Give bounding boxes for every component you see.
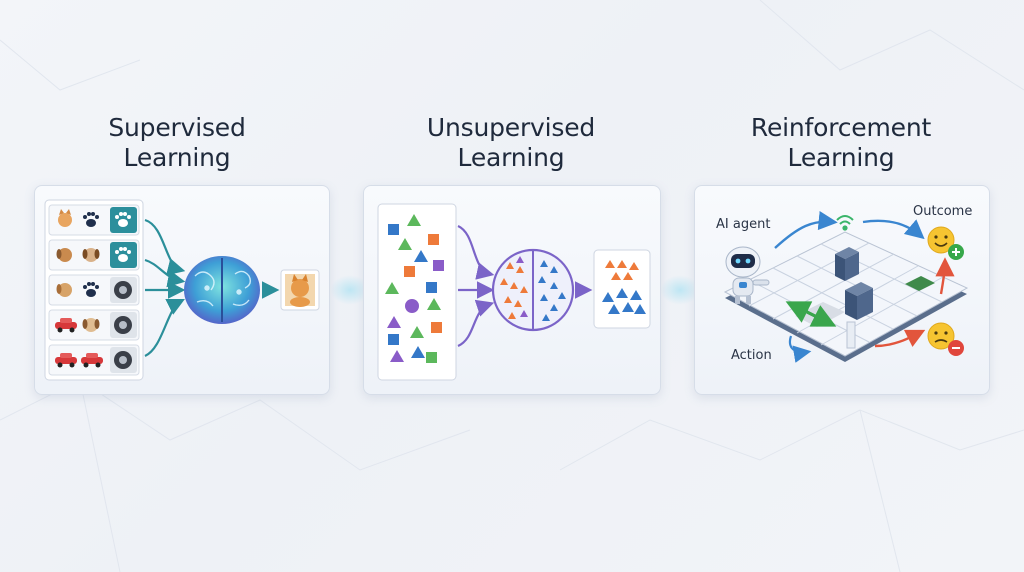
negative-feedback-arrow [874, 329, 926, 348]
title-line-1: Unsupervised [426, 113, 596, 142]
panel-unsupervised [363, 185, 661, 395]
paw-icon [83, 282, 99, 297]
tire-icon [114, 316, 132, 334]
happy-face-icon [927, 226, 964, 260]
cluster-blue [602, 288, 646, 314]
paw-icon [115, 212, 131, 227]
obstacle-block [845, 282, 873, 320]
title-line-2: Learning [787, 143, 895, 172]
action-curve-arrow [788, 335, 812, 363]
paw-icon [115, 247, 131, 262]
paw-icon [83, 212, 99, 227]
agent-to-env-arrow [774, 211, 838, 249]
unsupervised-diagram [377, 203, 651, 381]
pillar [846, 321, 856, 349]
title-line-1: Supervised [108, 113, 246, 142]
cat-photo-icon [280, 269, 320, 311]
obstacle-block [835, 247, 859, 281]
car-icon [55, 318, 77, 333]
action-arrow [785, 301, 837, 327]
dog-icon [82, 318, 100, 332]
car-icon [81, 353, 103, 368]
cluster-orange [605, 260, 639, 280]
brain-icon [491, 248, 575, 332]
title-line-1: Reinforcement [750, 113, 932, 142]
env-to-outcome-arrow [862, 219, 925, 240]
title-line-2: Learning [457, 143, 565, 172]
input-arrows [457, 224, 495, 348]
title-unsupervised: Unsupervised Learning [391, 113, 631, 173]
supervised-diagram [44, 199, 320, 381]
dog-icon [56, 283, 72, 297]
wifi-signal-icon [836, 215, 854, 231]
dog-icon [82, 248, 100, 262]
outcome-label: Outcome [913, 204, 973, 219]
title-line-2: Learning [123, 143, 231, 172]
connector-glow [660, 275, 700, 305]
tire-icon [114, 281, 132, 299]
positive-feedback-arrow [935, 257, 955, 295]
unlabeled-shapes [385, 214, 444, 363]
title-reinforcement: Reinforcement Learning [721, 113, 961, 173]
agent-label: AI agent [716, 217, 771, 232]
car-icon [55, 353, 77, 368]
sad-face-icon [927, 322, 964, 356]
panel-reinforcement: AI agent Outcome Action [694, 185, 990, 395]
panel-supervised [34, 185, 330, 395]
brain-icon [184, 256, 260, 324]
tire-icon [114, 351, 132, 369]
cat-icon [58, 209, 72, 227]
input-arrows [144, 218, 186, 358]
title-supervised: Supervised Learning [57, 113, 297, 173]
goal-tile [905, 276, 935, 291]
dog-icon [56, 248, 72, 262]
reinforcement-diagram [723, 211, 969, 363]
robot-icon [725, 246, 770, 304]
action-label: Action [731, 348, 772, 363]
